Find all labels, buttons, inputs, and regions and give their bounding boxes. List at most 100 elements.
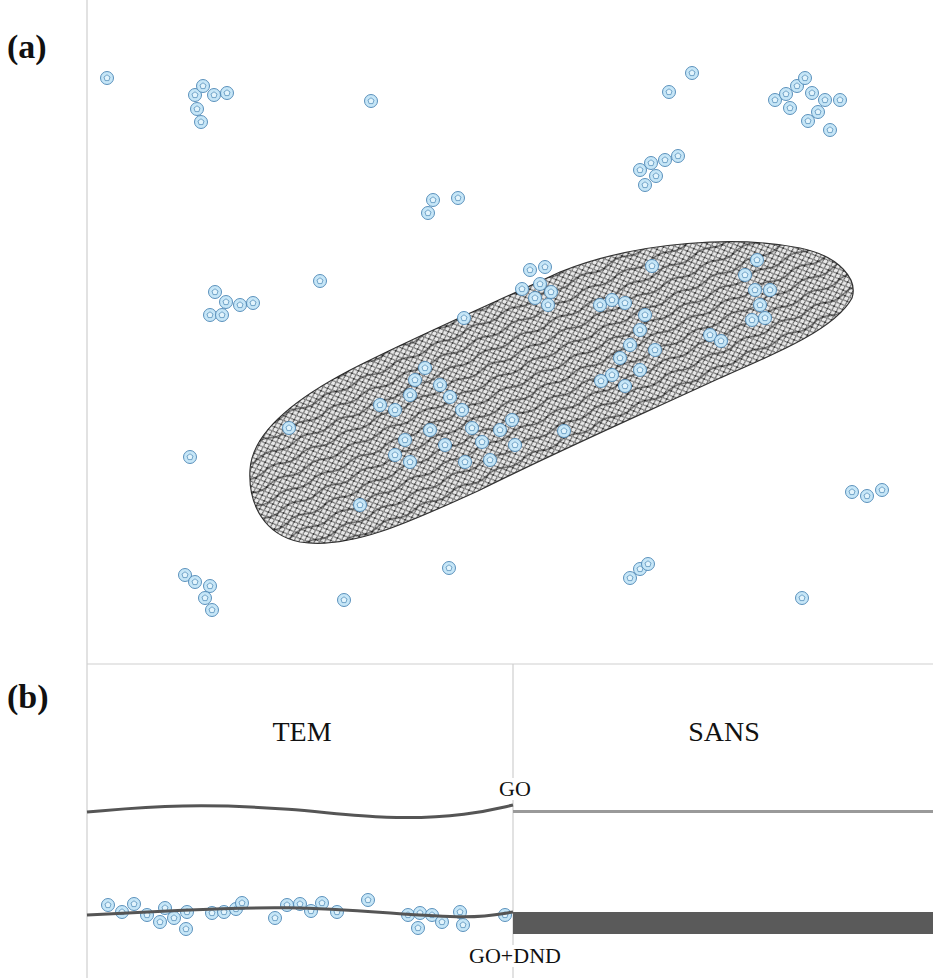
nanodiamond — [389, 404, 402, 417]
nanodiamond — [457, 919, 470, 932]
nanodiamond — [389, 449, 402, 462]
nanodiamond — [439, 439, 452, 452]
nanodiamond — [784, 102, 797, 115]
nanodiamond — [180, 923, 193, 936]
nanodiamond — [799, 72, 812, 85]
nanodiamond — [354, 499, 367, 512]
nanodiamond — [558, 425, 571, 438]
nanodiamond — [209, 286, 222, 299]
nanodiamond — [646, 260, 659, 273]
graphene-oxide-sheet — [250, 242, 853, 544]
nanodiamond — [876, 484, 889, 497]
nanodiamond — [338, 594, 351, 607]
nanodiamond — [128, 898, 141, 911]
nanodiamond — [739, 269, 752, 282]
nanodiamond — [444, 391, 457, 404]
go-profile-tem — [87, 805, 513, 818]
nanodiamond — [314, 275, 327, 288]
nanodiamond — [199, 592, 212, 605]
nanodiamond — [802, 115, 815, 128]
nanodiamond — [686, 67, 699, 80]
nanodiamond — [506, 414, 519, 427]
nanodiamond — [650, 170, 663, 183]
nanodiamond — [424, 424, 437, 437]
nanodiamond — [184, 451, 197, 464]
nanodiamond — [404, 456, 417, 469]
nanodiamond — [409, 374, 422, 387]
nanodiamond — [649, 344, 662, 357]
nanodiamond — [861, 490, 874, 503]
nanodiamond — [484, 454, 497, 467]
nanodiamond — [619, 380, 632, 393]
nanodiamond — [197, 80, 210, 93]
nanodiamond — [624, 572, 637, 585]
nanodiamond — [759, 312, 772, 325]
nanodiamond — [456, 404, 469, 417]
nanodiamond — [452, 192, 465, 205]
nanodiamond — [819, 94, 832, 107]
nanodiamond — [594, 299, 607, 312]
go-dnd-profile-tem — [87, 908, 513, 917]
nanodiamond — [247, 297, 260, 310]
axis-label: GO — [497, 778, 533, 800]
nanodiamond — [404, 389, 417, 402]
nanodiamond — [399, 434, 412, 447]
axis-label: GO+DND — [467, 945, 563, 967]
nanodiamond — [595, 375, 608, 388]
axis-label: TEM — [270, 718, 333, 746]
nanodiamond — [414, 907, 427, 920]
nanodiamond — [234, 299, 247, 312]
nanodiamond — [542, 299, 555, 312]
nanodiamond — [812, 106, 825, 119]
nanodiamond — [754, 299, 767, 312]
nanodiamond — [206, 604, 219, 617]
nanodiamond — [529, 292, 542, 305]
panel-label: (a) — [5, 30, 49, 64]
nanodiamond — [220, 296, 233, 309]
nanodiamond — [494, 424, 507, 437]
nanodiamond — [181, 906, 194, 919]
nanodiamond — [639, 309, 652, 322]
nanodiamond — [422, 207, 435, 220]
nanodiamond — [412, 922, 425, 935]
nanodiamond — [780, 88, 793, 101]
nanodiamond — [189, 576, 202, 589]
nanodiamond — [663, 86, 676, 99]
nanodiamond — [283, 422, 296, 435]
nanodiamond — [764, 284, 777, 297]
nanodiamond — [208, 89, 221, 102]
nanodiamond — [624, 339, 637, 352]
nanodiamond — [459, 456, 472, 469]
nanodiamond — [419, 362, 432, 375]
nanodiamond — [269, 912, 282, 925]
nanodiamond — [204, 580, 217, 593]
nanodiamond — [645, 157, 658, 170]
nanodiamond — [749, 284, 762, 297]
nanodiamond — [524, 264, 537, 277]
nanodiamond — [824, 124, 837, 137]
nanodiamond — [659, 154, 672, 167]
axis-label: SANS — [686, 718, 762, 746]
nanodiamond — [606, 294, 619, 307]
nanodiamond — [746, 314, 759, 327]
nanodiamond — [221, 87, 234, 100]
nanodiamond — [102, 899, 115, 912]
nanodiamond — [154, 916, 167, 929]
nanodiamond — [614, 352, 627, 365]
nanodiamond — [751, 254, 764, 267]
nanodiamond — [374, 399, 387, 412]
nanodiamond — [443, 562, 456, 575]
nanodiamond — [534, 278, 547, 291]
nanodiamond — [281, 899, 294, 912]
nanodiamond — [796, 592, 809, 605]
nanodiamond — [834, 94, 847, 107]
nanodiamond — [806, 87, 819, 100]
nanodiamond — [634, 364, 647, 377]
nanodiamond — [204, 309, 217, 322]
go-dnd-profile-sans — [513, 912, 933, 934]
nanodiamond — [476, 436, 489, 449]
nanodiamond — [434, 379, 447, 392]
nanodiamond — [191, 103, 204, 116]
nanodiamond — [362, 894, 375, 907]
